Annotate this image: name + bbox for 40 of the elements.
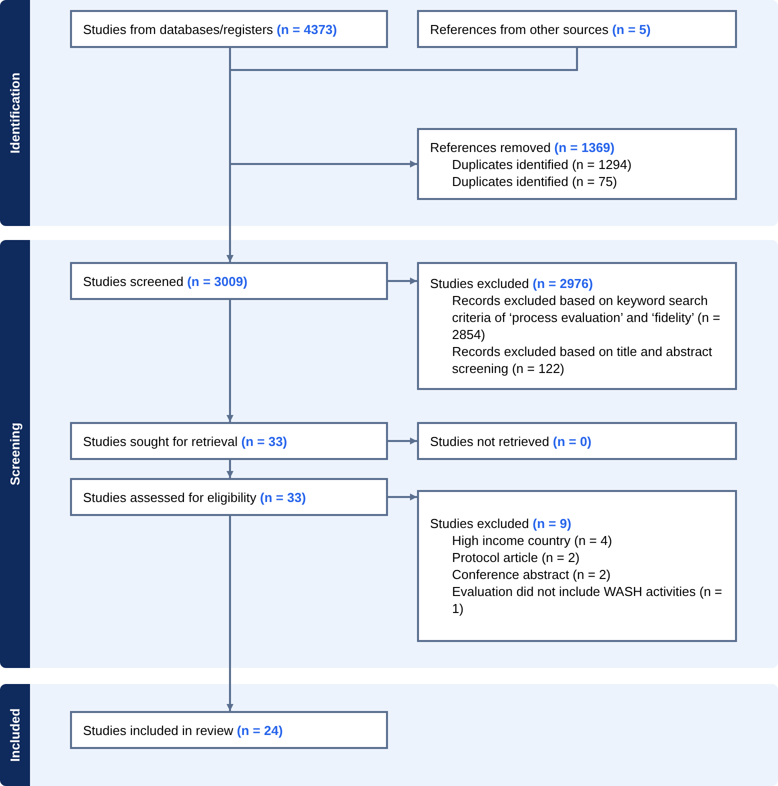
arrow <box>226 300 234 422</box>
phase-label: Screening <box>6 422 24 486</box>
box-heading: Studies screened (n = 3009) <box>83 272 248 290</box>
box-heading: References from other sources (n = 5) <box>430 20 652 38</box>
arrow <box>388 494 417 500</box>
box-heading: References removed (n = 1369) <box>430 138 616 156</box>
box-heading: Studies excluded (n = 2976) <box>430 275 594 292</box>
box-detail: Conference abstract (n = 2) <box>451 566 612 583</box>
box-heading: Studies assessed for eligibility (n = 33) <box>83 488 307 506</box>
phase-band <box>0 240 778 668</box>
arrow <box>226 516 234 711</box>
box-detail: Duplicates identified (n = 1294) <box>451 156 633 172</box>
phase-band <box>0 684 778 786</box>
phase-label: Included <box>6 708 24 762</box>
box-detail: Evaluation did not include WASH activities (n = 1) <box>451 583 724 617</box>
arrow <box>388 438 417 444</box>
box-detail: High income country (n = 4) <box>451 532 614 549</box>
process-box <box>417 422 737 460</box>
box-detail: Duplicates identified (n = 75) <box>451 172 618 190</box>
phase-label: Identification <box>6 72 24 154</box>
arrow <box>388 278 417 284</box>
process-box <box>417 10 737 48</box>
phase-band <box>0 0 778 226</box>
process-box <box>70 478 388 516</box>
process-box <box>417 490 737 642</box>
process-box <box>417 262 737 390</box>
process-box <box>70 422 388 460</box>
box-heading: Studies included in review (n = 24) <box>83 722 284 738</box>
process-box <box>70 10 388 48</box>
arrow <box>226 460 234 478</box>
box-detail: Protocol article (n = 2) <box>451 549 581 566</box>
process-box <box>70 262 388 300</box>
box-heading: Studies not retrieved (n = 0) <box>430 432 593 450</box>
process-box <box>417 128 737 200</box>
process-box <box>70 711 388 749</box>
box-heading: Studies from databases/registers (n = 4373) <box>83 20 338 38</box>
box-detail: Records excluded based on title and abstract screening (n = 122) <box>451 343 714 377</box>
box-detail: Records excluded based on keyword search criteria of ‘process evaluation’ and ‘fidelity’ (n = 2854) <box>451 292 722 343</box>
box-heading: Studies excluded (n = 9) <box>430 515 572 532</box>
box-heading: Studies sought for retrieval (n = 33) <box>83 432 288 450</box>
